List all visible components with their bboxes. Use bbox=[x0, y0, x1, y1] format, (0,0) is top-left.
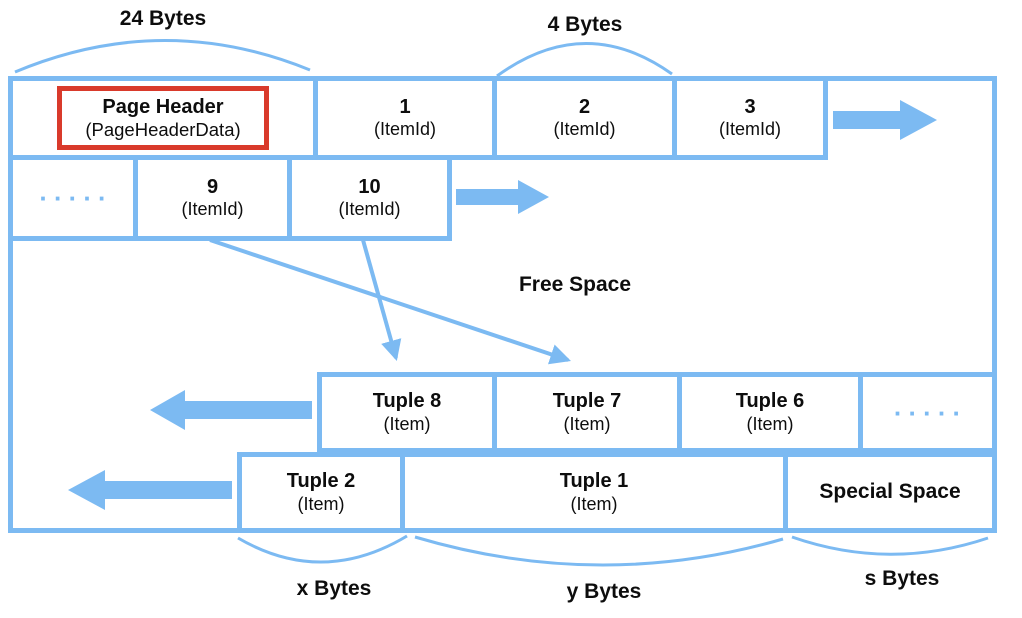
itemid-10-cell: 10 (ItemId) bbox=[287, 155, 452, 241]
x-bytes-label: x Bytes bbox=[296, 577, 372, 600]
page-header-highlight-box: Page Header (PageHeaderData) bbox=[57, 86, 269, 150]
tuple-7-cell: Tuple 7 (Item) bbox=[492, 372, 682, 453]
tuple-7-title: Tuple 7 bbox=[552, 390, 622, 413]
tuple-2-title: Tuple 2 bbox=[286, 470, 356, 493]
itemid-10-number: 10 bbox=[358, 175, 381, 198]
free-space-label: Free Space bbox=[518, 273, 632, 296]
tuple-2-cell: Tuple 2 (Item) bbox=[237, 452, 405, 533]
brace-24-bytes bbox=[14, 39, 311, 74]
itemid-2-number: 2 bbox=[578, 95, 591, 118]
special-space-cell: Special Space bbox=[783, 452, 997, 533]
itemid-3-type: (ItemId) bbox=[718, 119, 781, 140]
special-space-title: Special Space bbox=[819, 480, 961, 504]
itemid-1-number: 1 bbox=[399, 95, 411, 118]
tuple-6-title: Tuple 6 bbox=[735, 390, 805, 413]
tuple-8-cell: Tuple 8 (Item) bbox=[317, 372, 497, 453]
tuple-6-type: (Item) bbox=[746, 413, 794, 434]
itemid-3-cell: 3 (ItemId) bbox=[672, 76, 828, 160]
tuple-1-title: Tuple 1 bbox=[559, 470, 629, 493]
page-header-title: Page Header bbox=[102, 95, 224, 118]
itemid-2-cell: 2 (ItemId) bbox=[492, 76, 677, 160]
tuple-8-type: (Item) bbox=[383, 413, 431, 434]
page-header-cell: Page Header (PageHeaderData) bbox=[8, 76, 318, 160]
page-header-subtitle: (PageHeaderData) bbox=[85, 118, 241, 140]
brace-x-bytes bbox=[237, 534, 408, 564]
s-bytes-label: s Bytes bbox=[864, 567, 940, 590]
itemid-1-cell: 1 (ItemId) bbox=[313, 76, 497, 160]
tuple-1-cell: Tuple 1 (Item) bbox=[400, 452, 788, 533]
itemid-size-label: 4 Bytes bbox=[547, 13, 623, 36]
itemid-3-number: 3 bbox=[744, 95, 756, 118]
header-size-label: 24 Bytes bbox=[119, 7, 207, 30]
itemid-1-type: (ItemId) bbox=[373, 119, 436, 140]
tuple-ellipsis-cell: ····· bbox=[858, 372, 997, 453]
brace-4-bytes bbox=[496, 42, 673, 78]
tuple-6-cell: Tuple 6 (Item) bbox=[677, 372, 863, 453]
tuple-1-type: (Item) bbox=[570, 493, 618, 514]
tuple-2-type: (Item) bbox=[297, 493, 345, 514]
brace-s-bytes bbox=[791, 535, 989, 556]
itemid-9-cell: 9 (ItemId) bbox=[133, 155, 292, 241]
tuple-8-title: Tuple 8 bbox=[372, 390, 442, 413]
itemid-ellipsis-cell: ····· bbox=[8, 155, 138, 241]
tuple-7-type: (Item) bbox=[563, 413, 611, 434]
brace-y-bytes bbox=[414, 535, 784, 567]
y-bytes-label: y Bytes bbox=[566, 580, 642, 603]
itemid-2-type: (ItemId) bbox=[553, 119, 616, 140]
itemid-9-number: 9 bbox=[206, 175, 219, 198]
itemid-10-type: (ItemId) bbox=[338, 199, 401, 220]
itemid-9-type: (ItemId) bbox=[181, 199, 244, 220]
